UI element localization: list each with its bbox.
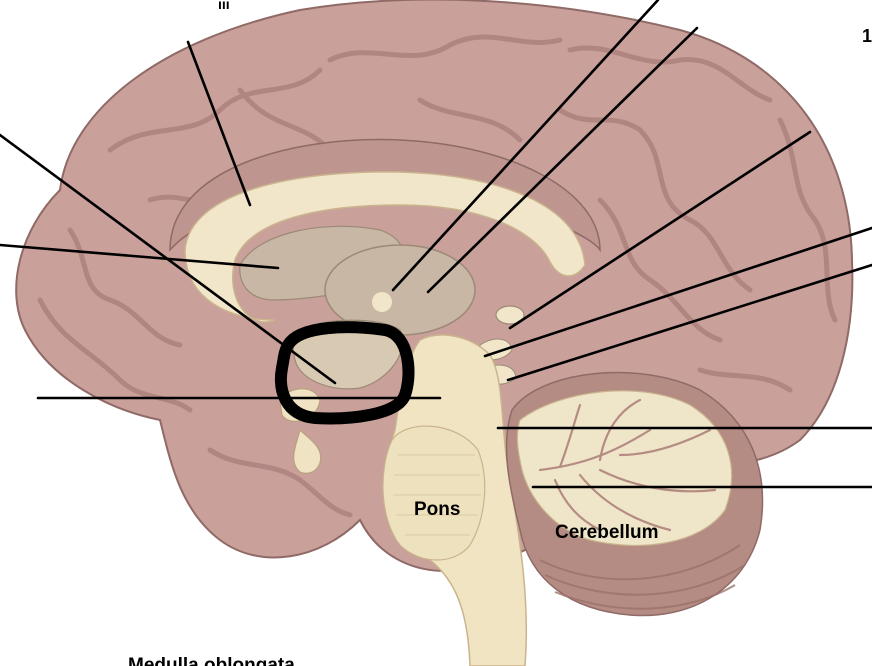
leader-line (0, 243, 280, 270)
leader-line (506, 263, 872, 382)
pons (382, 425, 486, 561)
leader-line (483, 226, 872, 358)
leader-line (186, 40, 252, 207)
label-medulla-cutoff: Medulla oblongata (128, 655, 295, 666)
label-pons: Pons (414, 499, 461, 520)
leader-lines (0, 0, 872, 489)
cerebellum-folia (539, 544, 746, 610)
label-top-fragment: ııı (218, 0, 230, 9)
pineal-gland (495, 305, 525, 325)
highlight-circle (275, 321, 415, 425)
label-right-fragment: 1 (862, 26, 872, 46)
pons-striations (393, 454, 481, 536)
leader-line (508, 130, 812, 330)
leader-line (426, 26, 699, 294)
leader-line (391, 0, 660, 292)
interthalamic-adhesion (372, 292, 392, 312)
pituitary-gland (293, 428, 322, 474)
label-cerebellum: Cerebellum (555, 522, 659, 543)
corpus-callosum (184, 171, 586, 323)
